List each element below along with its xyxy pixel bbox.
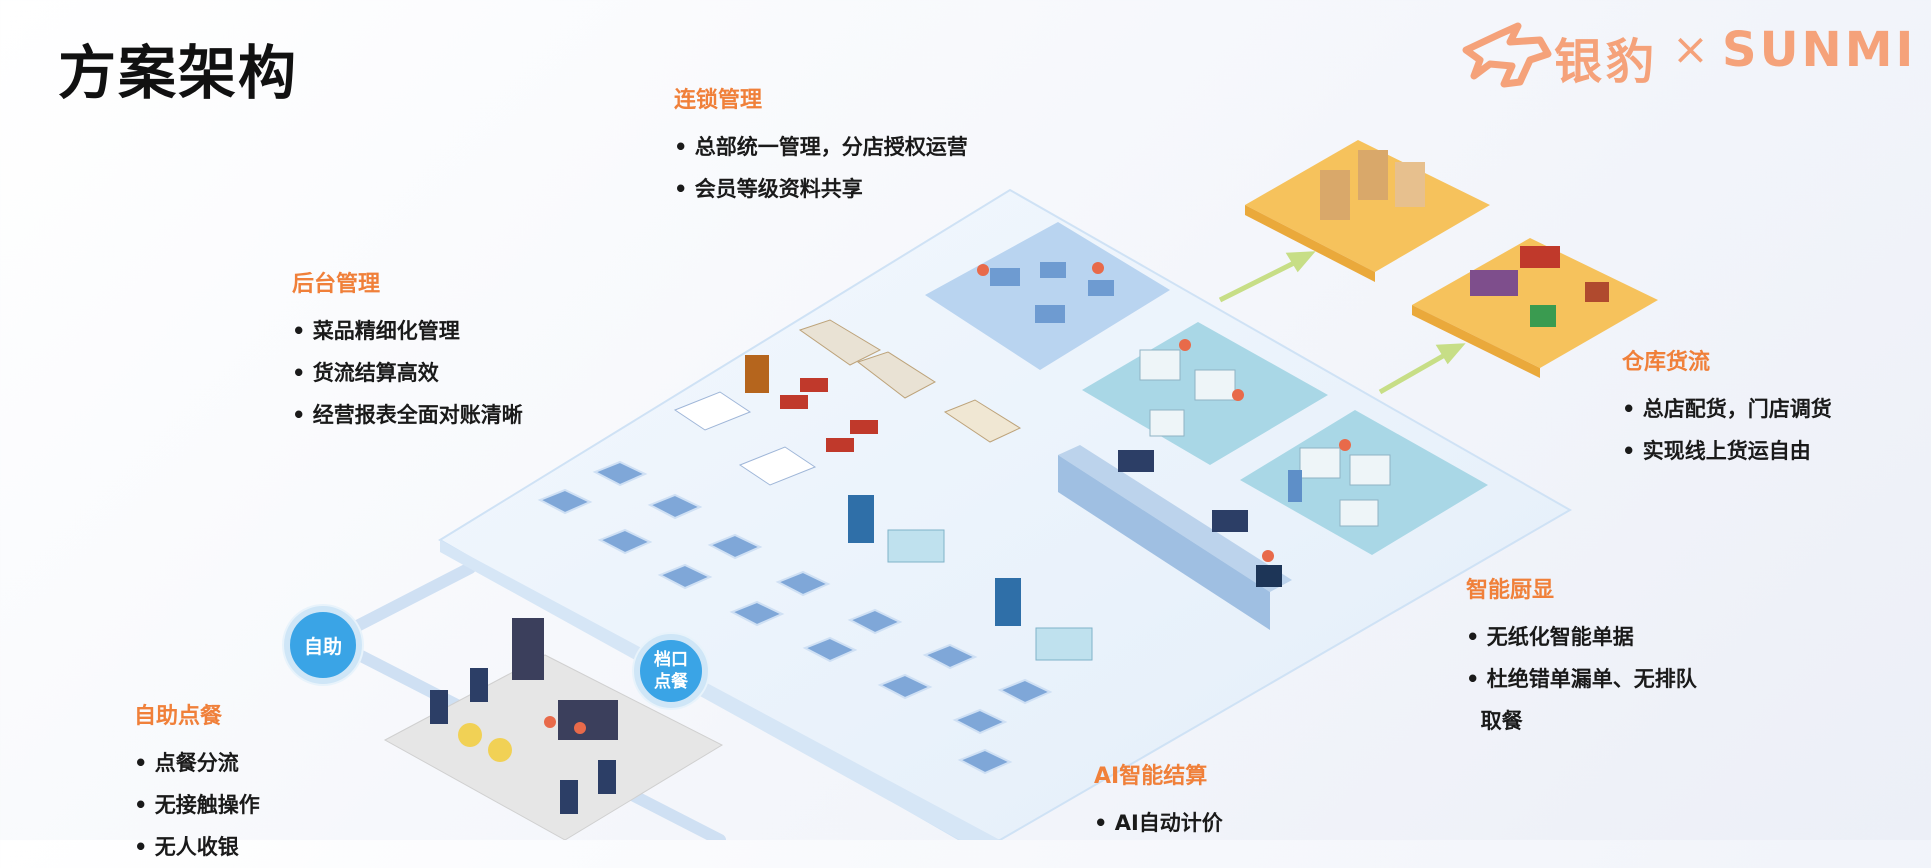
warehouse-flow-block: 仓库货流 总店配货，门店调货 实现线上货运自由 [1622, 344, 1832, 472]
warehouse-flow-item: 总店配货，门店调货 [1622, 388, 1832, 430]
warehouse-tile-shelves [1245, 140, 1490, 282]
warehouse-flow-title: 仓库货流 [1622, 344, 1832, 376]
counter-order-badge-line1: 档口 [654, 649, 688, 671]
ai-checkout-title: AI智能结算 [1094, 758, 1223, 790]
counter-order-badge: 档口 点餐 [634, 634, 708, 708]
ai-checkout-block: AI智能结算 AI自动计价 [1094, 758, 1223, 844]
counter-order-badge-line2: 点餐 [654, 671, 688, 693]
kitchen-display-item: 无纸化智能单据 [1466, 616, 1697, 658]
self-order-block: 自助点餐 点餐分流 无接触操作 无人收银 [134, 698, 260, 868]
chain-management-block: 连锁管理 总部统一管理，分店授权运营 会员等级资料共享 [674, 82, 968, 210]
self-order-item: 点餐分流 [134, 742, 260, 784]
backend-management-item: 经营报表全面对账清晰 [292, 394, 523, 436]
warehouse-flow-item: 实现线上货运自由 [1622, 430, 1832, 472]
self-service-badge: 自助 [284, 606, 362, 684]
backend-management-block: 后台管理 菜品精细化管理 货流结算高效 经营报表全面对账清晰 [292, 266, 523, 436]
kitchen-display-title: 智能厨显 [1466, 572, 1697, 604]
kitchen-display-item: 杜绝错单漏单、无排队 [1466, 658, 1697, 700]
chain-management-title: 连锁管理 [674, 82, 968, 114]
kitchen-display-block: 智能厨显 无纸化智能单据 杜绝错单漏单、无排队 取餐 [1466, 572, 1697, 742]
chain-management-item: 总部统一管理，分店授权运营 [674, 126, 968, 168]
kitchen-display-item-continued: 取餐 [1466, 700, 1697, 742]
backend-management-title: 后台管理 [292, 266, 523, 298]
self-order-title: 自助点餐 [134, 698, 260, 730]
ai-checkout-item: AI自动计价 [1094, 802, 1223, 844]
self-order-item: 无人收银 [134, 826, 260, 868]
chain-management-item: 会员等级资料共享 [674, 168, 968, 210]
backend-management-item: 货流结算高效 [292, 352, 523, 394]
self-order-item: 无接触操作 [134, 784, 260, 826]
self-service-badge-label: 自助 [304, 632, 342, 659]
backend-management-item: 菜品精细化管理 [292, 310, 523, 352]
